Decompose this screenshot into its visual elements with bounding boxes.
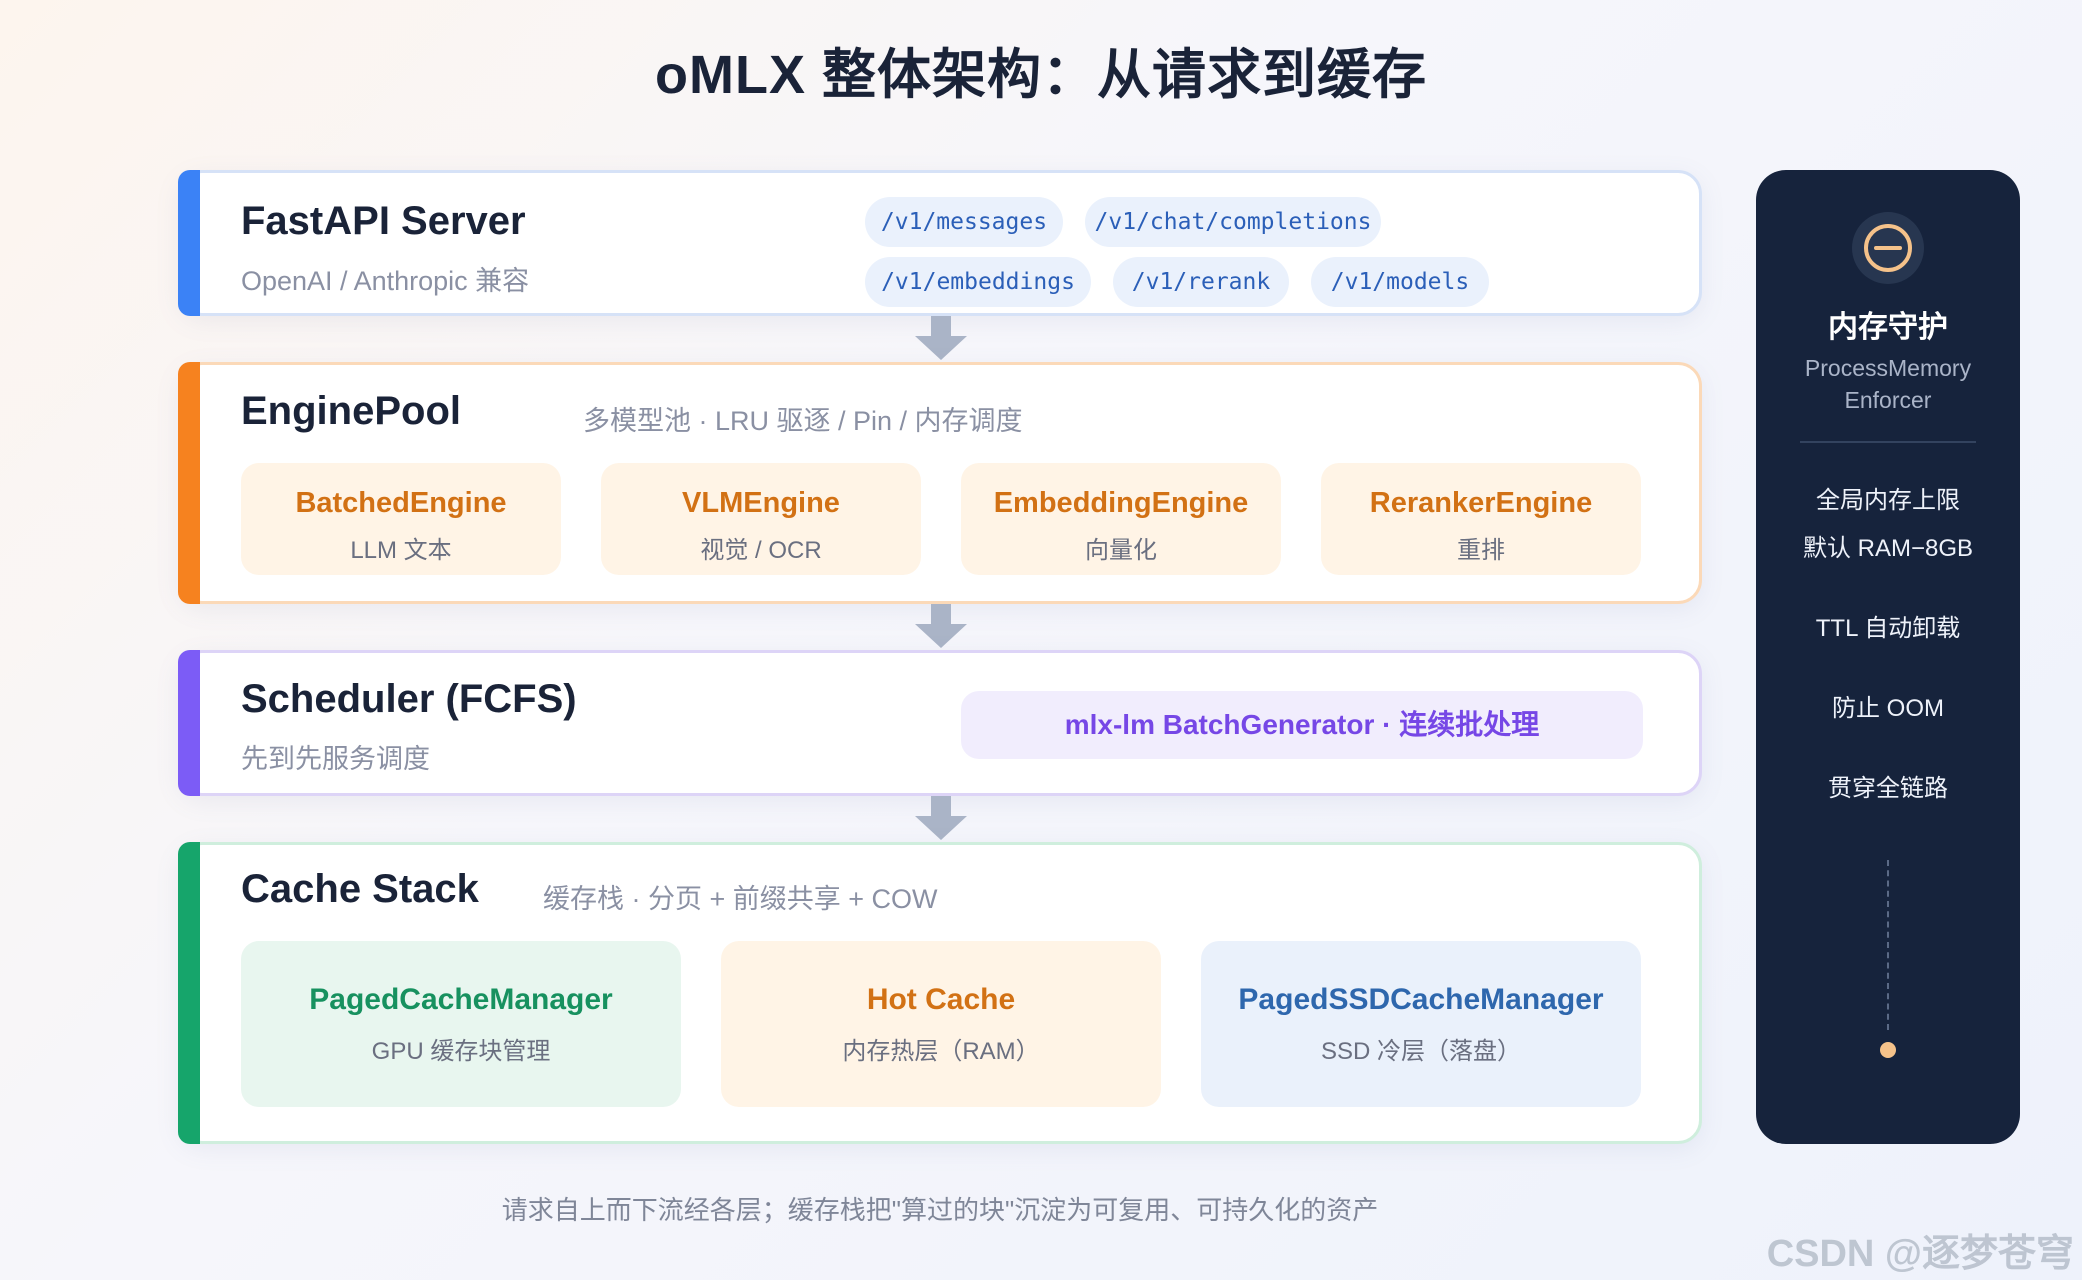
enginepool-layer: EnginePool 多模型池 · LRU 驱逐 / Pin / 内存调度 Ba… xyxy=(178,362,1702,604)
layer-accent-bar xyxy=(178,842,200,1144)
layer-accent-bar xyxy=(178,170,200,316)
engine-card[interactable]: EmbeddingEngine 向量化 xyxy=(961,463,1281,575)
memory-guard-subtitle-line: ProcessMemory xyxy=(1804,355,1972,381)
memory-guard-feature: TTL 自动卸载 xyxy=(1815,615,1961,642)
scheduler-title: Scheduler (FCFS) xyxy=(241,677,577,721)
cache-tier-name: PagedSSDCacheManager xyxy=(1238,983,1604,1016)
engine-name: VLMEngine xyxy=(682,487,840,519)
batch-generator-label: mlx-lm BatchGenerator · xyxy=(1064,709,1400,740)
batch-generator-box[interactable]: mlx-lm BatchGenerator · 连续批处理 xyxy=(961,691,1643,759)
footer-caption: 请求自上而下流经各层；缓存栈把"算过的块"沉淀为可复用、可持久化的资产 xyxy=(501,1195,1379,1225)
cache-tier-desc: GPU 缓存块管理 xyxy=(371,1038,551,1065)
engine-name: BatchedEngine xyxy=(295,487,507,519)
engine-name: EmbeddingEngine xyxy=(993,487,1249,519)
memory-guard-feature: 贯穿全链路 xyxy=(1828,775,1948,802)
layer-accent-bar xyxy=(178,362,200,604)
memory-guard-feature: 防止 OOM xyxy=(1832,695,1944,722)
dashed-connector xyxy=(1887,860,1889,1030)
scheduler-layer: Scheduler (FCFS) 先到先服务调度 mlx-lm BatchGen… xyxy=(178,650,1702,796)
cache-tier-desc: 内存热层（RAM） xyxy=(842,1038,1040,1065)
cache-tier-card[interactable]: PagedCacheManager GPU 缓存块管理 xyxy=(241,941,681,1107)
page-title: oMLX 整体架构：从请求到缓存 xyxy=(655,45,1427,105)
endpoint-pill[interactable]: /v1/chat/completions xyxy=(1085,197,1381,247)
layer-accent-bar xyxy=(178,650,200,796)
cache-subtitle: 缓存栈 · 分页 + 前缀共享 + COW xyxy=(543,884,938,914)
cache-tier-name: Hot Cache xyxy=(866,983,1016,1016)
memory-guard-subtitle-line: Enforcer xyxy=(1844,387,1932,413)
scheduler-subtitle: 先到先服务调度 xyxy=(241,744,430,774)
watermark: CSDN @逐梦苍穹 xyxy=(1766,1233,2074,1275)
divider xyxy=(1800,441,1976,443)
cache-tier-name: PagedCacheManager xyxy=(309,983,613,1016)
endpoint-pill[interactable]: /v1/models xyxy=(1311,257,1489,307)
engine-desc: 重排 xyxy=(1457,537,1505,564)
cache-tier-card[interactable]: PagedSSDCacheManager SSD 冷层（落盘） xyxy=(1201,941,1641,1107)
engine-card[interactable]: RerankerEngine 重排 xyxy=(1321,463,1641,575)
cache-tier-desc: SSD 冷层（落盘） xyxy=(1320,1038,1521,1065)
flow-arrow-icon xyxy=(915,604,967,648)
memory-guard-panel: 内存守护 ProcessMemory Enforcer 全局内存上限 默认 RA… xyxy=(1756,170,2020,1144)
endpoint-pill[interactable]: /v1/embeddings xyxy=(865,257,1091,307)
flow-arrow-icon xyxy=(915,796,967,840)
flow-arrow-icon xyxy=(915,316,967,360)
fastapi-layer: FastAPI Server OpenAI / Anthropic 兼容 /v1… xyxy=(178,170,1702,316)
engine-desc: 视觉 / OCR xyxy=(700,537,822,564)
batch-generator-highlight: 连续批处理 xyxy=(1399,709,1540,740)
memory-guard-feature: 全局内存上限 xyxy=(1816,487,1960,514)
engine-name: RerankerEngine xyxy=(1369,487,1593,519)
minus-circle-icon xyxy=(1864,224,1912,272)
connector-dot xyxy=(1880,1042,1896,1058)
fastapi-subtitle: OpenAI / Anthropic 兼容 xyxy=(241,266,530,296)
memory-guard-title: 内存守护 xyxy=(1828,311,1948,344)
engine-card[interactable]: BatchedEngine LLM 文本 xyxy=(241,463,561,575)
engine-desc: LLM 文本 xyxy=(350,537,452,564)
memory-guard-feature: 默认 RAM−8GB xyxy=(1802,535,1974,562)
enginepool-title: EnginePool xyxy=(241,389,461,433)
fastapi-title: FastAPI Server xyxy=(241,199,526,243)
engine-card[interactable]: VLMEngine 视觉 / OCR xyxy=(601,463,921,575)
icon-badge xyxy=(1852,212,1924,284)
engine-desc: 向量化 xyxy=(1085,537,1157,564)
cache-tier-card[interactable]: Hot Cache 内存热层（RAM） xyxy=(721,941,1161,1107)
cache-layer: Cache Stack 缓存栈 · 分页 + 前缀共享 + COW PagedC… xyxy=(178,842,1702,1144)
cache-title: Cache Stack xyxy=(241,867,479,911)
enginepool-subtitle: 多模型池 · LRU 驱逐 / Pin / 内存调度 xyxy=(583,406,1023,436)
endpoint-pill[interactable]: /v1/rerank xyxy=(1113,257,1289,307)
endpoint-pill[interactable]: /v1/messages xyxy=(865,197,1063,247)
memory-guard-subtitle: ProcessMemory Enforcer xyxy=(1756,352,2020,416)
